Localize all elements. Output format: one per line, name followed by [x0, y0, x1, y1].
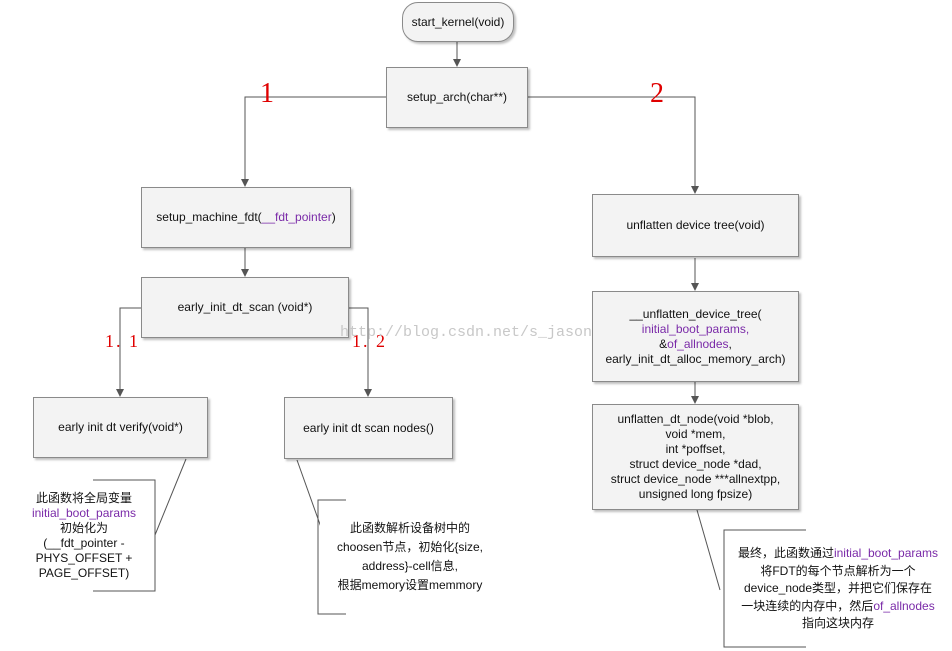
- arrow-setup-arch-to-unflatten: [528, 96, 699, 194]
- inner-line3-purple: of_allnodes: [667, 336, 729, 351]
- unflatten-note-line5: 指向这块内存: [801, 616, 874, 631]
- watermark: http://blog.csdn.net/s_jason: [340, 324, 593, 341]
- verify-note-line6: PAGE_OFFSET): [38, 566, 130, 580]
- setup-machine-fdt-suffix: ): [331, 210, 336, 224]
- fdt-pointer-arg: __fdt_pointer: [261, 210, 332, 224]
- unflatten-note: 最终，此函数通过initial_boot_params 将FDT的每个节点解析为…: [726, 536, 950, 642]
- scan-nodes-note-line1: 此函数解析设备树中的: [349, 521, 470, 535]
- setup-arch-node: setup_arch(char**): [386, 67, 528, 128]
- early-init-dt-verify-node: early init dt verify(void*): [33, 397, 208, 458]
- verify-note-line3: 初始化为: [59, 521, 108, 535]
- dt-node-line6: unsigned long fpsize): [638, 487, 753, 501]
- inner-line3-prefix: &: [659, 336, 668, 351]
- inner-line4: early_init_dt_alloc_memory_arch): [605, 351, 786, 366]
- early-init-dt-verify-label: early init dt verify(void*): [58, 420, 183, 434]
- start-kernel-node: start_kernel(void): [402, 2, 514, 42]
- verify-note-line4: (__fdt_pointer -: [43, 536, 125, 550]
- branch-tag-1-1: 1. 1: [105, 331, 140, 351]
- dt-node-line5: struct device_node ***allnextpp,: [610, 472, 781, 486]
- unflatten-device-tree-node: unflatten device tree(void): [592, 194, 799, 257]
- unflatten-note-line4-purple: of_allnodes: [873, 598, 935, 613]
- arrow-scan-to-verify: [116, 307, 141, 397]
- verify-note-line1: 此函数将全局变量: [35, 491, 132, 505]
- setup-machine-fdt-prefix: setup_machine_fdt(: [156, 210, 262, 224]
- verify-note-line2: initial_boot_params: [31, 506, 137, 520]
- scan-nodes-note: 此函数解析设备树中的 choosen节点，初始化{size, address}-…: [320, 514, 500, 600]
- unflatten-note-line1: 最终，此函数通过initial_boot_params: [726, 545, 950, 563]
- dt-node-line4: struct device_node *dad,: [629, 457, 762, 471]
- dt-node-line1: unflatten_dt_node(void *blob,: [617, 412, 774, 426]
- early-init-dt-scan-node: early_init_dt_scan (void*): [141, 277, 349, 338]
- unflatten-note-line4-prefix: 一块连续的内存中，然后: [741, 598, 874, 613]
- note-pointer-verify: [154, 458, 187, 536]
- setup-arch-label: setup_arch(char**): [406, 90, 508, 104]
- inner-line3-suffix: ,: [728, 336, 732, 351]
- start-kernel-label: start_kernel(void): [411, 14, 505, 29]
- unflatten-note-line2: 将FDT的每个节点解析为一个: [760, 563, 916, 578]
- verify-note-line5: PHYS_OFFSET +: [35, 551, 133, 565]
- inner-line3: &of_allnodes,: [659, 337, 732, 352]
- dt-node-line2: void *mem,: [665, 427, 726, 441]
- note-pointer-unflatten: [696, 509, 721, 591]
- scan-nodes-note-line2: choosen节点，初始化{size,: [336, 540, 484, 554]
- arrow-setup-arch-to-machine-fdt: [241, 96, 386, 187]
- scan-nodes-note-line4: 根据memory设置memmory: [337, 578, 483, 592]
- unflatten-note-line3: device_node类型，并把它们保存在: [743, 581, 933, 596]
- unflatten-device-tree-label: unflatten device tree(void): [626, 218, 765, 232]
- setup-machine-fdt-node: setup_machine_fdt(__fdt_pointer): [141, 187, 351, 248]
- inner-line2: initial_boot_params,: [641, 321, 750, 336]
- dt-node-line3: int *poffset,: [665, 442, 726, 456]
- early-init-dt-scan-label: early_init_dt_scan (void*): [177, 300, 313, 314]
- early-init-dt-scan-nodes-node: early init dt scan nodes(): [284, 397, 453, 459]
- unflatten-note-line1-prefix: 最终，此函数通过: [737, 546, 834, 561]
- branch-tag-2: 2: [650, 78, 664, 109]
- setup-machine-fdt-label: setup_machine_fdt(__fdt_pointer): [156, 210, 335, 225]
- unflatten-device-tree-inner-node: __unflatten_device_tree( initial_boot_pa…: [592, 291, 799, 382]
- unflatten-note-line1-purple: initial_boot_params: [833, 546, 939, 561]
- scan-nodes-note-line3: address}-cell信息,: [361, 559, 459, 573]
- note-bracket-verify: [93, 479, 156, 592]
- early-init-dt-scan-nodes-label: early init dt scan nodes(): [303, 420, 434, 435]
- unflatten-dt-node-node: unflatten_dt_node(void *blob, void *mem,…: [592, 404, 799, 510]
- branch-tag-1: 1: [260, 78, 274, 109]
- unflatten-note-line4: 一块连续的内存中，然后of_allnodes: [726, 598, 950, 616]
- note-bracket-unflatten: [723, 529, 806, 648]
- note-bracket-scan-nodes: [317, 499, 346, 615]
- inner-line1: __unflatten_device_tree(: [629, 306, 762, 321]
- verify-note: 此函数将全局变量 initial_boot_params 初始化为 (__fdt…: [16, 483, 152, 589]
- arrow-scan-to-scan-nodes: [349, 307, 372, 397]
- branch-tag-1-2: 1. 2: [352, 331, 387, 351]
